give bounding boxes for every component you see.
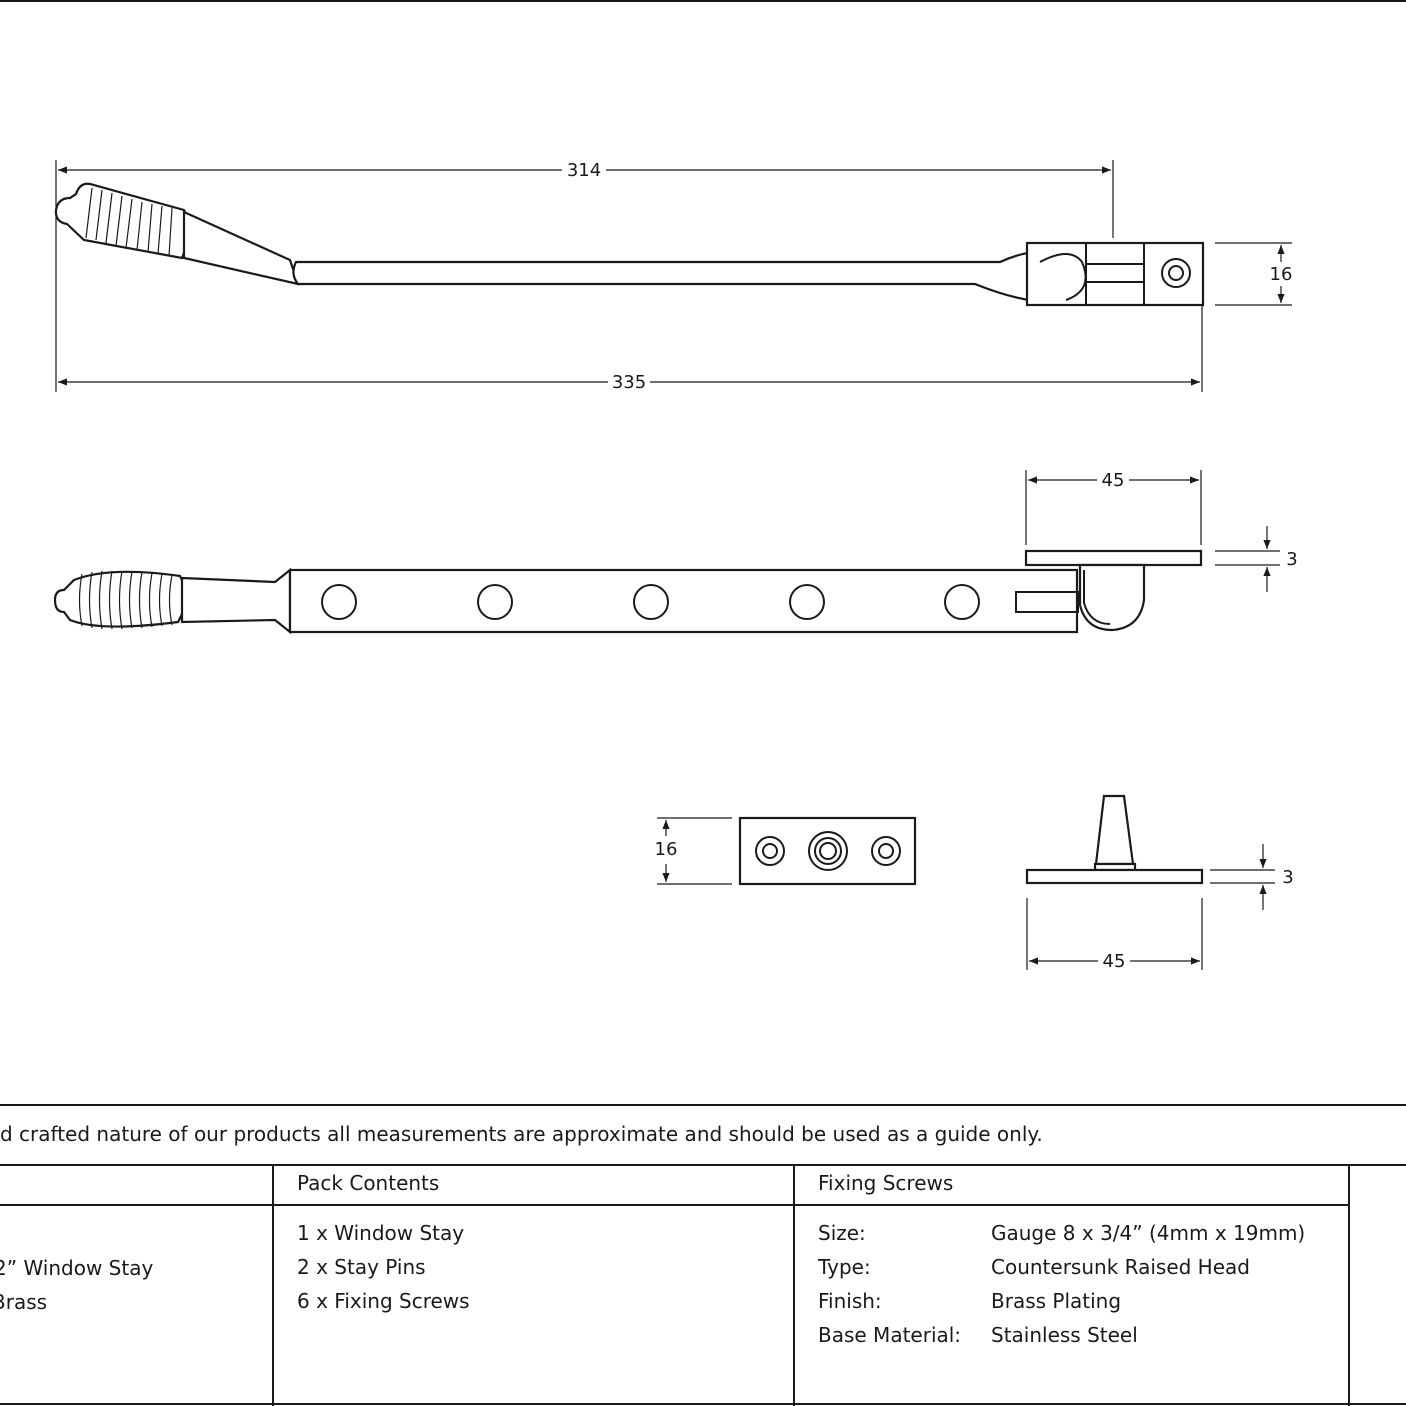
dim-label-16-top: 16 xyxy=(1270,264,1293,285)
side-bracket-plate xyxy=(1024,549,1203,567)
stay-bar xyxy=(288,568,1079,634)
table-top-rule xyxy=(0,1104,1406,1106)
screw-spec-value: Countersunk Raised Head xyxy=(991,1255,1250,1279)
pin-plate-front: 16 xyxy=(655,816,917,886)
screw-spec-label: Size: xyxy=(818,1221,866,1245)
disclaimer-text: d crafted nature of our products all mea… xyxy=(0,1122,1043,1146)
product-finish: Brass xyxy=(0,1290,48,1314)
screw-spec-label: Finish: xyxy=(818,1289,882,1313)
bracket-screw-hole xyxy=(1161,258,1191,288)
fixing-screws-header: Fixing Screws xyxy=(818,1171,954,1195)
table-subheader-rule xyxy=(0,1204,1349,1206)
handle-neck xyxy=(182,210,300,286)
dim-label-3-plate: 3 xyxy=(1282,867,1293,888)
pack-item: 2 x Stay Pins xyxy=(297,1255,426,1279)
screw-spec-value: Brass Plating xyxy=(991,1289,1122,1313)
dim-label-45-side: 45 xyxy=(1102,470,1125,491)
screw-spec-label: Base Material: xyxy=(818,1323,962,1347)
pin-plate-side: 3 45 xyxy=(1025,794,1294,972)
dim-label-314: 314 xyxy=(567,160,601,181)
pack-item: 1 x Window Stay xyxy=(297,1221,465,1245)
screw-spec-value: Stainless Steel xyxy=(991,1323,1138,1347)
screw-spec-value: Gauge 8 x 3/4” (4mm x 19mm) xyxy=(991,1221,1306,1245)
dim-label-3-side: 3 xyxy=(1286,549,1297,570)
table-bottom-rule xyxy=(0,1403,1406,1405)
table-col-divider-1 xyxy=(272,1164,274,1406)
technical-drawing: 314 335 16 45 xyxy=(0,0,1406,972)
dim-label-45-plate: 45 xyxy=(1103,951,1126,972)
dim-label-335: 335 xyxy=(612,372,646,393)
pack-item: 6 x Fixing Screws xyxy=(297,1289,470,1313)
handle-knob xyxy=(54,182,190,260)
screw-spec-label: Type: xyxy=(818,1255,871,1279)
stay-arm xyxy=(292,250,1083,303)
bracket-body xyxy=(1025,241,1205,307)
dim-label-16-plate: 16 xyxy=(655,839,678,860)
side-view: 45 3 xyxy=(53,470,1298,635)
table-header-rule xyxy=(0,1164,1406,1166)
pack-contents-header: Pack Contents xyxy=(297,1171,440,1195)
table-col-divider-3 xyxy=(1348,1164,1350,1406)
product-name: 2” Window Stay xyxy=(0,1256,154,1280)
table-col-divider-2 xyxy=(793,1164,795,1406)
top-view: 314 335 16 xyxy=(54,160,1293,393)
